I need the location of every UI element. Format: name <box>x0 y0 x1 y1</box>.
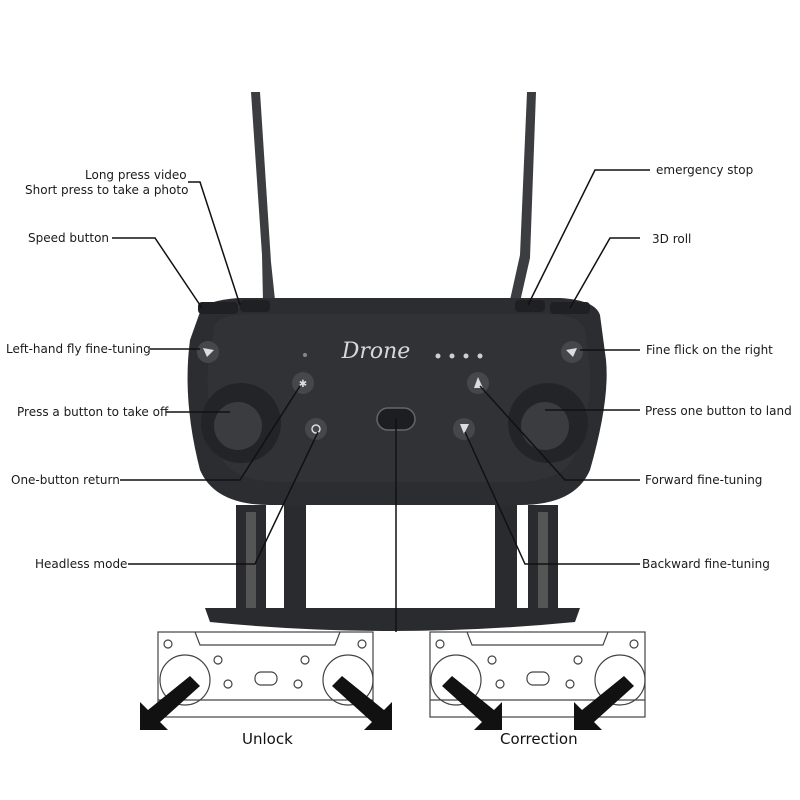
return-icon <box>311 424 321 434</box>
right-antenna <box>510 92 536 302</box>
forward-icon <box>474 377 483 388</box>
callout-headless <box>128 431 319 565</box>
correction-arrow-right <box>574 676 634 730</box>
label-backward: Backward fine-tuning <box>642 557 770 571</box>
label-long-press-video: Long press video <box>85 168 187 182</box>
callout-estop <box>527 169 650 306</box>
unlock-mini-remote <box>157 631 374 718</box>
label-short-press-photo: Short press to take a photo <box>25 183 189 197</box>
left-antenna <box>251 92 275 302</box>
right-flick-icon <box>566 348 577 357</box>
led-3 <box>463 353 469 359</box>
left-stand-slot <box>246 512 256 608</box>
label-emergency-stop: emergency stop <box>656 163 754 177</box>
power-dot <box>303 353 307 357</box>
brand-logo: Drone <box>341 339 411 364</box>
led-1 <box>435 353 441 359</box>
left-stand-leg-2 <box>284 505 306 617</box>
left-shoulder-button <box>198 302 238 314</box>
correction-arrows <box>442 676 634 730</box>
label-take-off: Press a button to take off <box>17 405 169 419</box>
headless-icon: ✱ <box>299 379 307 390</box>
backward-icon <box>460 424 469 434</box>
unlock-arrow-left <box>140 676 200 730</box>
label-right-flick: Fine flick on the right <box>646 343 773 357</box>
stand-base <box>205 608 580 631</box>
callout-video <box>188 181 241 306</box>
callout-return <box>120 385 301 481</box>
label-forward: Forward fine-tuning <box>645 473 763 487</box>
label-land: Press one button to land <box>645 404 792 418</box>
caption-unlock: Unlock <box>242 730 293 748</box>
left-stick <box>214 402 262 450</box>
callout-lines <box>112 169 650 632</box>
label-return: One-button return <box>11 473 120 487</box>
callout-forward <box>479 385 640 481</box>
headless-mode-button <box>292 372 314 394</box>
right-stick <box>521 402 569 450</box>
led-2 <box>449 353 455 359</box>
label-headless: Headless mode <box>35 557 128 571</box>
left-fine-tune-icon <box>203 348 214 357</box>
label-speed-button: Speed button <box>28 231 110 245</box>
right-top-button <box>515 300 545 312</box>
led-4 <box>477 353 483 359</box>
label-3d-roll: 3D roll <box>652 232 692 246</box>
callout-speed <box>112 237 203 309</box>
right-stand-slot <box>538 512 548 608</box>
left-top-button <box>240 300 270 312</box>
remote-face-bevel <box>207 314 591 482</box>
callout-backward <box>464 431 640 565</box>
callout-roll <box>569 237 640 309</box>
correction-arrow-left <box>442 676 502 730</box>
caption-correction: Correction <box>500 730 578 748</box>
label-left-fine-tuning: Left-hand fly fine-tuning <box>6 342 151 356</box>
unlock-arrows <box>140 676 392 730</box>
unlock-arrow-right <box>332 676 392 730</box>
return-button <box>305 418 327 440</box>
